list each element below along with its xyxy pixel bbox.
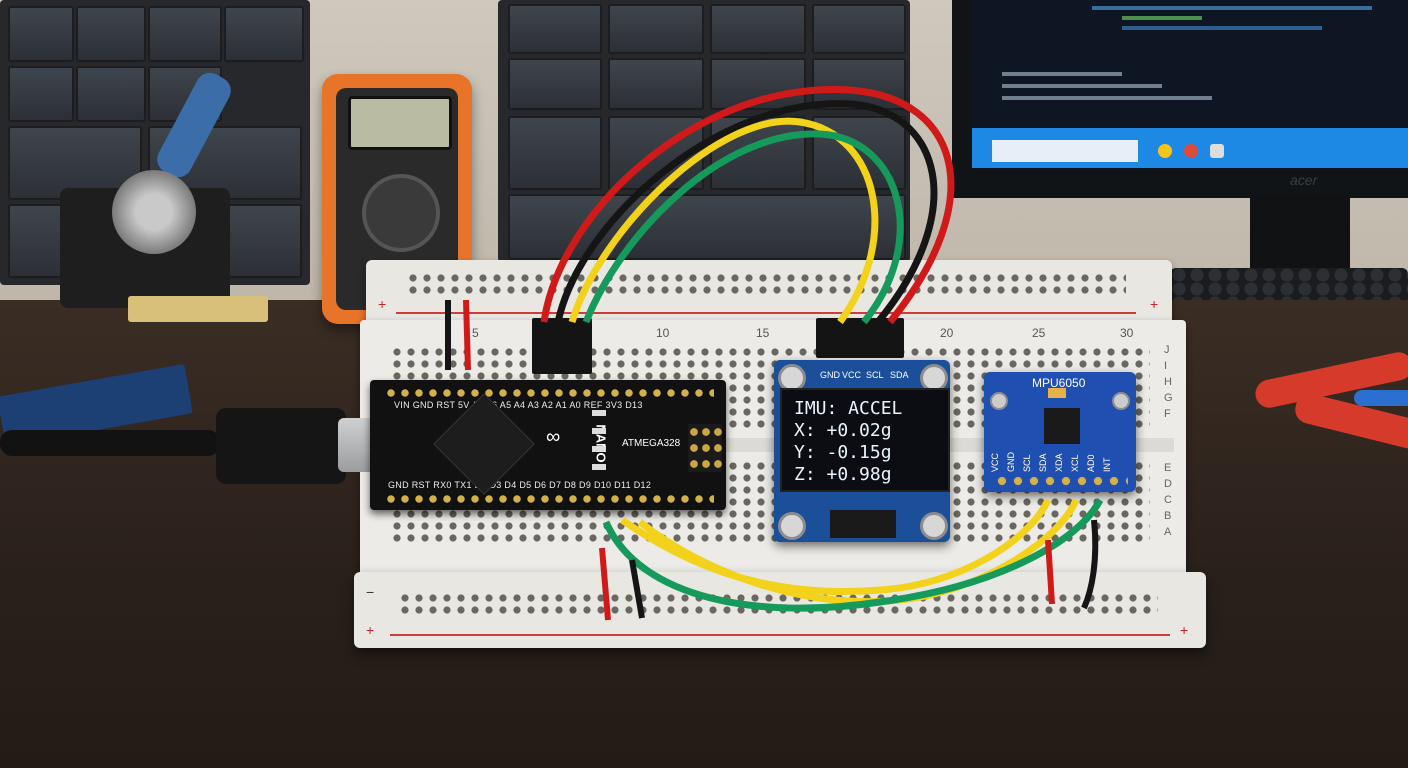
rail-plus-label: + (366, 622, 375, 638)
parts-drawer-rack-center (498, 0, 910, 262)
wire-yellow-bottom-b (637, 498, 1080, 606)
wire-black-right (1081, 519, 1099, 610)
column-number: 5 (472, 326, 479, 340)
column-number: 30 (1120, 326, 1134, 340)
led-indicator (592, 446, 606, 452)
mpu-title-label: MPU6050 (1032, 376, 1086, 390)
wire-yellow-top (568, 117, 879, 325)
wire-red-right (1045, 539, 1055, 605)
wire-red-bottom (599, 547, 611, 621)
mpu-sensor-chip (1044, 408, 1080, 444)
column-number: 20 (940, 326, 954, 340)
wire-green-top (582, 130, 904, 325)
usb-cable (0, 430, 220, 456)
rail-plus-label: + (1180, 622, 1189, 638)
led-indicator (592, 410, 606, 416)
wire-green-bottom (602, 498, 1104, 612)
wire-black-top (554, 100, 938, 325)
wire-cutters (1244, 340, 1408, 460)
breadboard-top-rail: + + (366, 260, 1172, 326)
row-letter: G (1164, 392, 1173, 404)
monitor-brand-logo: acer (1290, 172, 1318, 188)
row-letter: J (1164, 344, 1170, 356)
mpu-capacitor (1048, 388, 1066, 398)
nano-pin-labels-top: VIN GND RST 5V A7 A6 A5 A4 A3 A2 A1 A0 R… (394, 400, 643, 410)
column-number: 15 (756, 326, 770, 340)
column-number: 10 (656, 326, 670, 340)
oled-text-line: IMU: ACCEL (794, 398, 903, 419)
led-indicator (592, 428, 606, 434)
oled-pin-label: VCC (842, 370, 862, 380)
usb-cable-plug (216, 408, 346, 484)
oled-pin-label: SCL (866, 370, 884, 380)
row-letter: A (1164, 526, 1172, 538)
wire-red-left (463, 299, 471, 371)
wire-yellow-bottom-a (620, 498, 1052, 596)
soldering-iron-coil (112, 170, 196, 254)
rail-minus-label: − (366, 584, 375, 600)
row-letter: F (1164, 408, 1171, 420)
arduino-logo-icon: ∞ (546, 426, 561, 448)
monitor-taskbar (972, 128, 1408, 168)
row-letter: E (1164, 462, 1172, 474)
rail-plus-label: + (1150, 296, 1159, 312)
led-indicator (592, 464, 606, 470)
nano-pin-labels-bottom: GND RST RX0 TX1 D2 D3 D4 D5 D6 D7 D8 D9 … (388, 480, 652, 490)
row-letter: I (1164, 360, 1168, 372)
multimeter-display (348, 96, 452, 150)
row-letter: B (1164, 510, 1172, 522)
nano-chip-label: ATMEGA328 (622, 438, 681, 449)
oled-text-line: Y: -0.15g (794, 442, 892, 463)
oled-pin-label: SDA (890, 370, 909, 380)
solder-sponge (128, 296, 268, 322)
row-letter: C (1164, 494, 1172, 506)
jumper-header-left (532, 318, 592, 374)
oled-ribbon (830, 510, 896, 538)
icsp-header (688, 424, 722, 472)
oled-pin-label: GND (820, 370, 840, 380)
rail-plus-label: + (378, 296, 387, 312)
row-letter: H (1164, 376, 1172, 388)
wire-red-top (540, 85, 955, 325)
arduino-nano-board: VIN GND RST 5V A7 A6 A5 A4 A3 A2 A1 A0 R… (370, 380, 726, 510)
oled-screen: IMU: ACCEL X: +0.02g Y: -0.15g Z: +0.98g (780, 388, 950, 492)
row-letter: D (1164, 478, 1172, 490)
column-number: 25 (1032, 326, 1046, 340)
multimeter-dial (362, 174, 440, 252)
oled-text-line: Z: +0.98g (794, 464, 892, 485)
jumper-header-right (816, 318, 904, 358)
wire-black-bottom (629, 559, 645, 619)
oled-text-line: X: +0.02g (794, 420, 892, 441)
mpu-pin-header (994, 476, 1128, 486)
